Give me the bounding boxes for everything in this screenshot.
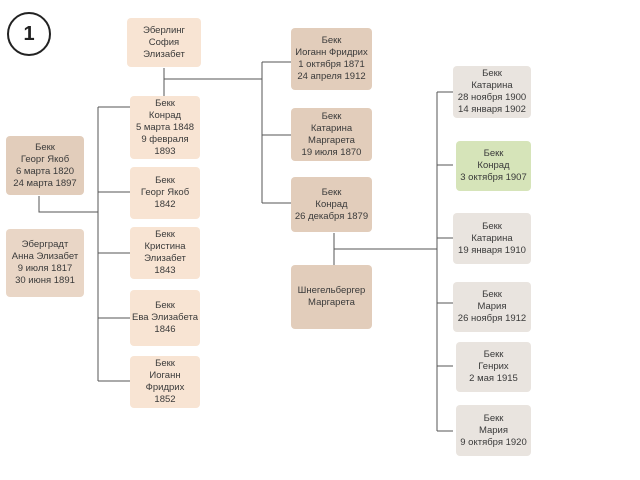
- person-georg-jakob-1820: Бекк Георг Якоб 6 марта 1820 24 марта 18…: [6, 136, 84, 195]
- person-line: 28 ноября 1900: [457, 92, 527, 103]
- person-line: Конрад: [148, 109, 182, 121]
- person-line: 26 ноября 1912: [457, 313, 527, 324]
- person-konrad-1848: Бекк Конрад 5 марта 1848 9 февраля 1893: [130, 96, 200, 159]
- person-konrad-1879: Бекк Конрад 26 декабря 1879: [291, 177, 372, 232]
- connector-line: [38, 106, 130, 382]
- person-line: Бекк: [321, 186, 342, 198]
- person-line: 1842: [154, 199, 176, 210]
- person-eva-elisabeth: Бекк Ева Элизабета 1846: [130, 290, 200, 346]
- person-line: Иоганн: [149, 370, 181, 381]
- person-line: Маргарета: [308, 297, 355, 308]
- person-line: Бекк: [321, 35, 342, 46]
- person-line: 1852: [154, 394, 176, 405]
- person-line: Кристина: [144, 241, 186, 252]
- person-line: 19 июля 1870: [301, 146, 362, 158]
- person-line: Бекк: [482, 68, 502, 79]
- person-anna-elisabeth: Эберградт Анна Элизабет 9 июля 1817 30 и…: [6, 229, 84, 297]
- person-line: 9 октября 1920: [460, 436, 527, 448]
- person-konrad-1907: Бекк Конрад 3 октября 1907: [456, 141, 531, 191]
- person-maria-1912: Бекк Мария 26 ноября 1912: [453, 282, 531, 332]
- person-line: Катарина: [471, 80, 513, 91]
- person-line: 6 марта 1820: [15, 165, 75, 177]
- person-line: Бекк: [155, 300, 175, 311]
- person-line: Катарина: [310, 122, 353, 134]
- person-johann-friedrich-1871: Бекк Иоганн Фридрих 1 октября 1871 24 ап…: [291, 28, 372, 90]
- connector-line: [163, 61, 291, 204]
- person-line: Бекк: [155, 97, 175, 109]
- person-line: Маргарета: [308, 134, 355, 146]
- person-line: Катарина: [471, 232, 513, 244]
- person-line: 24 апреля 1912: [297, 71, 366, 82]
- person-line: Бекк: [482, 289, 502, 300]
- person-line: Иоганн Фридрих: [295, 47, 368, 58]
- person-line: Георг Якоб: [140, 187, 190, 198]
- person-line: Эберградт: [21, 239, 69, 250]
- person-line: 24 марта 1897: [13, 177, 77, 189]
- person-line: 30 июня 1891: [15, 275, 75, 286]
- person-line: Бекк: [155, 175, 175, 186]
- person-katharina-1900: Бекк Катарина 28 ноября 1900 14 января 1…: [453, 66, 531, 118]
- person-georg-jakob-1842: Бекк Георг Якоб 1842: [130, 167, 200, 219]
- person-katharina-margaretha: Бекк Катарина Маргарета 19 июля 1870: [291, 108, 372, 161]
- person-line: Георг Якоб: [20, 153, 70, 165]
- person-line: Шнегельбергер: [297, 285, 366, 296]
- person-line: 1846: [154, 324, 176, 335]
- person-line: 26 декабря 1879: [294, 210, 369, 222]
- person-katharina-1910: Бекк Катарина 19 января 1910: [453, 213, 531, 264]
- person-line: Анна Элизабет: [11, 251, 79, 262]
- person-line: 1893: [154, 145, 176, 157]
- person-line: Мария: [477, 301, 507, 312]
- person-heinrich-1915: Бекк Генрих 2 мая 1915: [456, 342, 531, 392]
- person-line: Бекк: [482, 220, 502, 232]
- person-line: Конрад: [477, 160, 510, 171]
- person-line: Бекк: [155, 358, 175, 369]
- person-margaretha-schnegelberger: Шнегельбергер Маргарета: [291, 265, 372, 329]
- person-line: Бекк: [321, 110, 342, 122]
- person-line: Элизабет: [143, 48, 185, 60]
- person-johann-friedrich-1852: Бекк Иоганн Фридрих 1852: [130, 356, 200, 408]
- page-number-badge: 1: [7, 12, 51, 56]
- person-line: Бекк: [35, 141, 55, 153]
- person-line: Мария: [478, 424, 509, 436]
- person-maria-1920: Бекк Мария 9 октября 1920: [456, 405, 531, 456]
- person-line: 1 октября 1871: [298, 59, 365, 70]
- person-sofia-elisabeth: Эберлинг София Элизабет: [127, 18, 201, 67]
- person-line: Генрих: [478, 361, 509, 372]
- person-line: 9 февраля: [141, 133, 189, 145]
- person-line: 3 октября 1907: [460, 172, 527, 183]
- person-line: Бекк: [483, 349, 504, 360]
- connector-line: [333, 91, 453, 432]
- person-line: 14 января 1902: [458, 104, 526, 115]
- person-line: 5 марта 1848: [135, 121, 195, 133]
- person-line: Ева Элизабета: [131, 312, 199, 323]
- person-line: Бекк: [155, 229, 175, 240]
- person-line: Бекк: [483, 148, 504, 159]
- person-line: София: [148, 36, 180, 48]
- person-kristina-elisabeth: Бекк Кристина Элизабет 1843: [130, 227, 200, 279]
- person-line: 9 июля 1817: [17, 263, 73, 274]
- person-line: 1843: [154, 265, 176, 276]
- person-line: 2 мая 1915: [469, 373, 518, 384]
- person-line: Фридрих: [145, 382, 185, 393]
- person-line: Бекк: [483, 412, 504, 424]
- person-line: Элизабет: [144, 253, 186, 264]
- person-line: Конрад: [315, 198, 348, 210]
- person-line: 19 января 1910: [458, 244, 526, 256]
- person-line: Эберлинг: [143, 24, 185, 36]
